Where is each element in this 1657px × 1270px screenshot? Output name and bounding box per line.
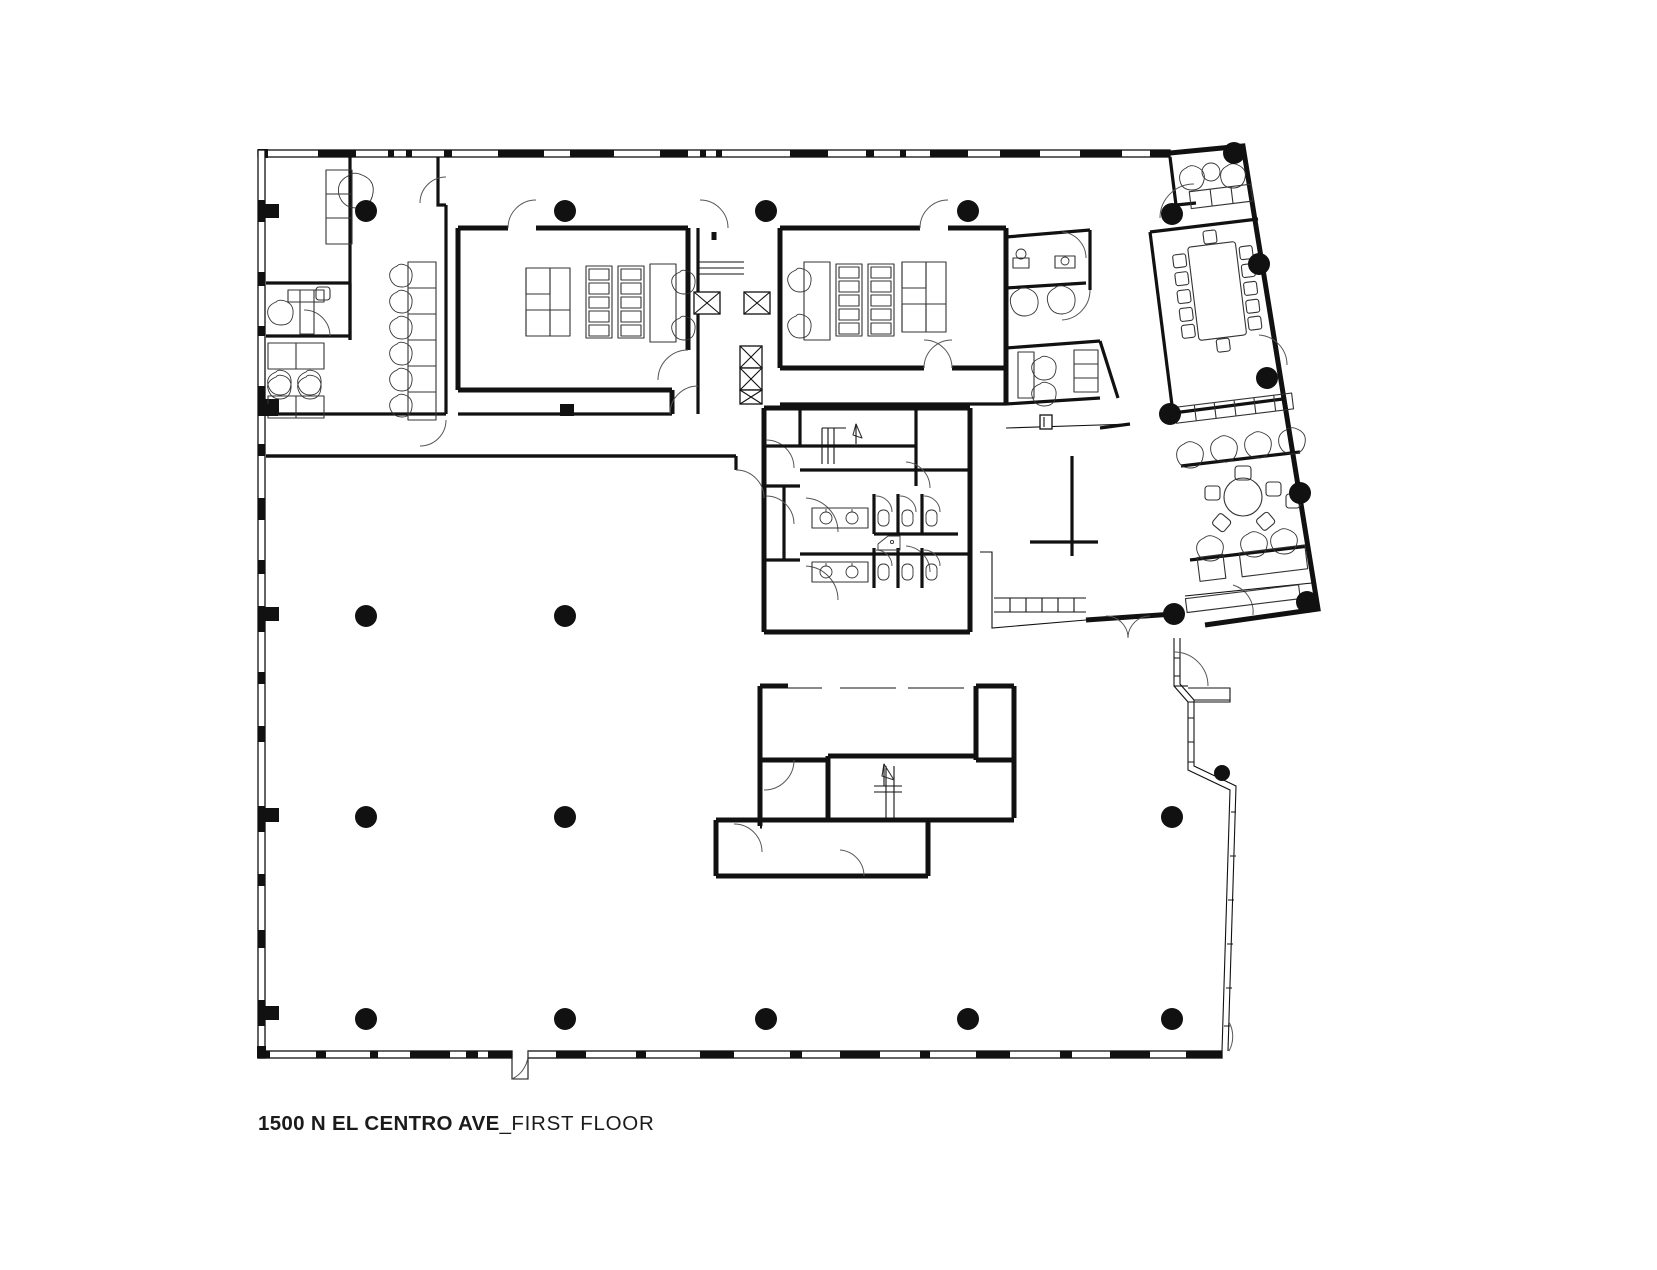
core-walls (761, 405, 973, 635)
central-corridor-walls (669, 199, 771, 415)
stair-back-of-house (713, 683, 1017, 879)
training-room-center-walls (777, 199, 1009, 406)
round-cafe-table (1204, 465, 1301, 533)
nw-office-furniture (267, 169, 374, 419)
east-core-partitions (980, 456, 1175, 639)
drawing-caption: 1500 N EL CENTRO AVE_FIRST FLOOR (258, 1112, 655, 1135)
wall-pilasters-other (264, 404, 574, 416)
desk-pods-c (835, 263, 863, 337)
ne-conference-room (1172, 162, 1263, 353)
training-room-west-furniture (525, 263, 696, 343)
east-glazed-wall (1173, 638, 1237, 1052)
caption-separator: _ (499, 1112, 512, 1135)
workstation-spine (389, 261, 437, 421)
spine-chairs (389, 263, 413, 418)
desk-pods-a (585, 265, 613, 339)
lounge-casework (1196, 528, 1309, 582)
lounge-chair-row-1 (1176, 427, 1306, 469)
northeast-wing-walls (1148, 143, 1321, 628)
caption-floor-label: FIRST FLOOR (511, 1112, 655, 1135)
toilet-stalls-upper (872, 494, 958, 536)
open-shell-boundary (266, 454, 765, 499)
south-curtain-wall (257, 1050, 1223, 1080)
west-curtain-wall (257, 149, 279, 1059)
east-small-offices (1005, 228, 1131, 430)
structural-column-grid (355, 142, 1318, 1030)
training-room-west-walls (455, 199, 691, 416)
desk-pods-d (867, 263, 895, 337)
toilet-stalls-lower (872, 548, 941, 588)
restroom-fixtures (811, 494, 958, 588)
ne-lounge-chairs-top (1179, 162, 1246, 191)
nw-office-suite-walls (266, 157, 736, 458)
training-room-center-furniture (787, 261, 947, 341)
ne-lounge-area (1173, 392, 1309, 614)
west-wall-pilasters (265, 204, 279, 1020)
shaft-symbols (693, 291, 771, 405)
north-curtain-wall (257, 149, 1171, 158)
caption-address: 1500 N EL CENTRO AVE (258, 1112, 500, 1135)
desk-pods-b (617, 265, 645, 339)
